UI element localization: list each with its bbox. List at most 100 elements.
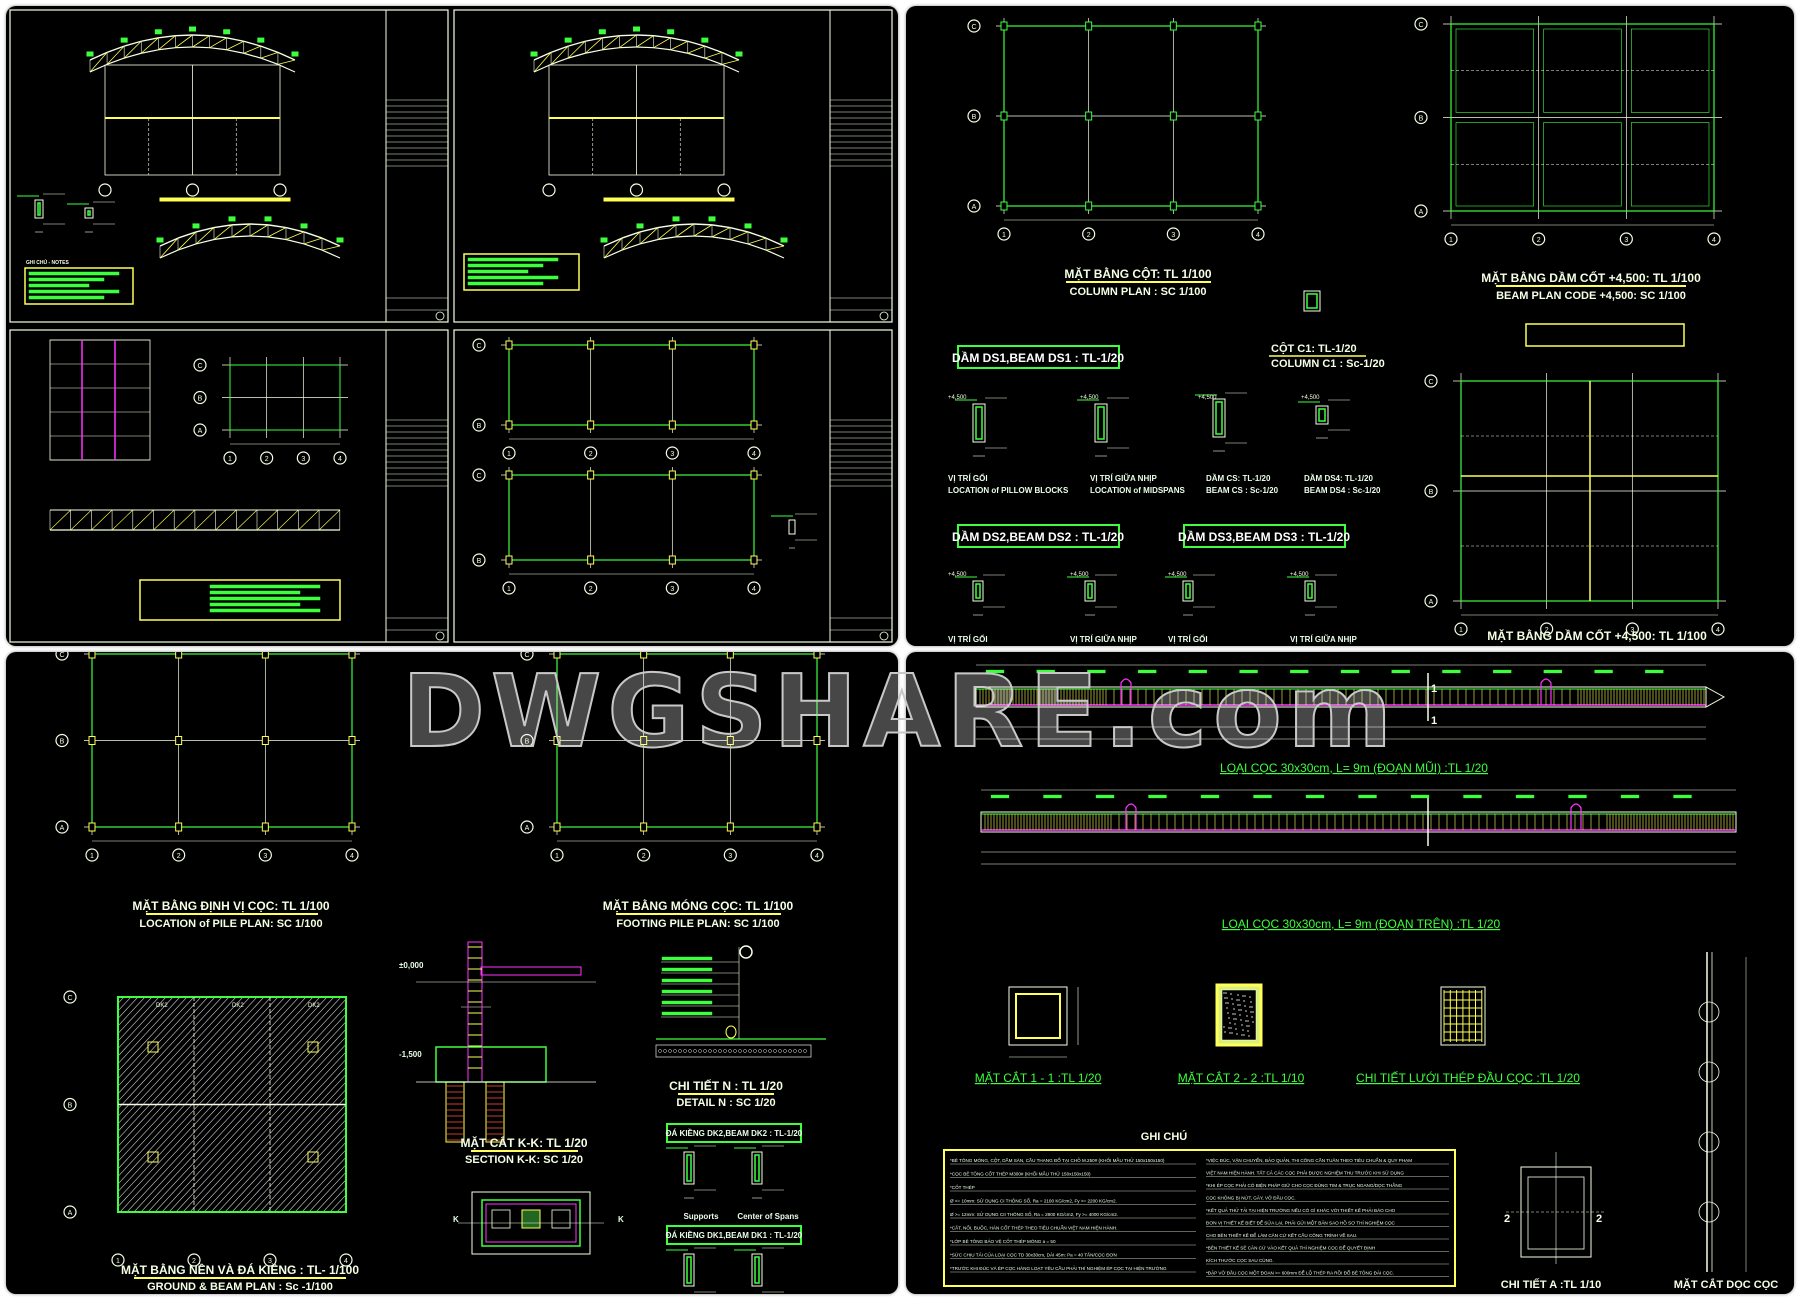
grid-bubble: B	[472, 553, 486, 567]
grid-bubble: 2	[1082, 227, 1096, 241]
grid-bubble-label: 1	[1459, 627, 1463, 634]
grid-bubble-label: C	[67, 995, 72, 1002]
beam-cs-title: DẦM CS: TL-1/20	[1206, 473, 1271, 483]
beam-section	[771, 513, 817, 549]
grid-bubble-label: B	[68, 1103, 73, 1110]
pile-long-section	[1698, 952, 1747, 1272]
midspan-label-en: LOCATION of MIDSPANS	[1090, 486, 1185, 495]
beam-plan2-title: MẶT BẰNG DẦM CỐT +4,500: TL 1/100	[1487, 628, 1707, 643]
column-c1-subtitle: COLUMN C1 : Sc-1/20	[1271, 358, 1385, 370]
detail-n-title: CHI TIẾT N : TL 1/20	[669, 1078, 783, 1093]
grid-bubble: 1	[1444, 232, 1458, 246]
level-mark: +4,500	[1080, 395, 1099, 401]
note-line: *CẮT, NỐI, BUỘC, HÀN CỐT THÉP THEO TIÊU …	[950, 1224, 1117, 1231]
grid-bubble: 1	[1454, 622, 1468, 636]
ds3-title-box	[1183, 524, 1346, 548]
section-kk-subtitle: SECTION K-K: SC 1/20	[465, 1154, 583, 1166]
beam-section	[1195, 392, 1247, 452]
grid-bubble-label: A	[1429, 599, 1434, 606]
grid-bubble-label: C	[524, 652, 529, 659]
level-mark: +4,500	[1301, 395, 1320, 401]
grid-bubble: A	[1414, 204, 1428, 218]
grid-bubble: 3	[665, 581, 679, 595]
north-icon	[435, 311, 445, 321]
grid-bubble	[98, 183, 112, 197]
beam-section	[955, 574, 1005, 616]
grid-bubble	[273, 183, 287, 197]
ds1-title: DẦM DS1,BEAM DS1 : TL-1/20	[952, 350, 1124, 365]
midspan-label: VỊ TRÍ GIỮA NHỊP	[1290, 635, 1357, 644]
grid-bubble-label: A	[972, 204, 977, 211]
truss-elevation	[49, 509, 341, 531]
beam-section	[734, 1145, 784, 1199]
north-icon	[879, 311, 889, 321]
grid-bubble-label: B	[477, 558, 482, 565]
column-plan-subtitle: COLUMN PLAN : SC 1/100	[1070, 286, 1207, 298]
grid-bubble: 3	[1619, 232, 1633, 246]
grid-bubble-label: 4	[344, 1258, 348, 1265]
grid-bubble: 4	[333, 451, 347, 465]
beam-cs-subtitle: BEAM CS : Sc-1/20	[1206, 486, 1279, 495]
grid-bubble: C	[472, 338, 486, 352]
level-mark: +4,500	[948, 395, 967, 401]
grid-bubble: 1	[502, 581, 516, 595]
arched-roof-truss	[86, 26, 299, 73]
grid-bubble: 3	[665, 446, 679, 460]
title-block	[829, 329, 893, 643]
grid-bubble: C	[55, 652, 69, 661]
supports-label: Supports	[683, 1212, 719, 1221]
section-mark-1: 1	[1431, 683, 1437, 695]
grid-bubble-label: 4	[350, 853, 354, 860]
pile-drawings: LOẠI CỌC 30x30cm, L= 9m (ĐOẠN MŨI) :TL 1…	[943, 664, 1778, 1291]
grid-bubble: C	[63, 990, 77, 1004]
beam-tag: DK2	[308, 1003, 320, 1009]
grid-bubble-label: 2	[265, 456, 269, 463]
note-line: *BÊN THIẾT KẾ SẼ CĂN CỨ VÀO KẾT QUẢ THÍ …	[1206, 1244, 1375, 1251]
note-line: *KẾT QUẢ THỬ TẢI TẠI HIỆN TRƯỜNG NẾU CÓ …	[1206, 1206, 1396, 1213]
dk1-title-box	[666, 1225, 802, 1245]
title-block	[385, 9, 449, 323]
grid-bubble-label: 4	[752, 586, 756, 593]
section-kk	[416, 941, 596, 1143]
beam-plan-subtitle: BEAM PLAN CODE +4,500: SC 1/100	[1496, 290, 1686, 302]
note-line: *LỚP BÊ TÔNG BẢO VỆ CỐT THÉP MÓNG a = 50	[950, 1237, 1056, 1244]
beam-tag: DK2	[232, 1003, 244, 1009]
note-line: CỌC KHÔNG BỊ NỨT, GÃY, VỠ ĐẦU CỌC.	[1206, 1195, 1296, 1201]
grid-bubble: 4	[810, 848, 824, 862]
grid-bubble: 3	[723, 848, 737, 862]
grid-bubble: 4	[1707, 232, 1721, 246]
beam-section	[666, 1247, 716, 1293]
level-mark: +4,500	[1290, 572, 1309, 578]
footing-plan-title: MẶT BẰNG MÓNG CỌC: TL 1/100	[603, 898, 794, 913]
grid-bubble: 4	[747, 581, 761, 595]
grid-bubble-label: 2	[1537, 237, 1541, 244]
footing-plan-subtitle: FOOTING PILE PLAN: SC 1/100	[616, 918, 779, 930]
section-mark-1: 1	[1431, 715, 1437, 727]
section-kk-title: MẶT CẮT K-K: TL 1/20	[460, 1135, 587, 1150]
ds3-title: DẦM DS3,BEAM DS3 : TL-1/20	[1178, 529, 1350, 544]
note-line: *BÊ TÔNG MÓNG, CỘT, DẦM SÀN, CẦU THANG Đ…	[950, 1156, 1165, 1163]
north-icon	[435, 631, 445, 641]
grid-bubble: A	[63, 1205, 77, 1219]
dk1-title: ĐÁ KIỀNG DK1,BEAM DK1 : TL-1/20	[666, 1230, 803, 1240]
midspan-label: VỊ TRÍ GIỮA NHỊP	[1090, 474, 1157, 483]
grid-bubble-label: 3	[670, 451, 674, 458]
rafter-plan	[49, 339, 151, 461]
grid-bubble: C	[1414, 17, 1428, 31]
grid-bubble-label: 2	[642, 853, 646, 860]
grid-bubble: 3	[1625, 622, 1639, 636]
grid-bubble-label: A	[60, 825, 65, 832]
grid-bubble: 4	[1711, 622, 1725, 636]
level-mark: +4,500	[1070, 572, 1089, 578]
grid-bubble: 3	[258, 848, 272, 862]
grid-bubble-label: B	[972, 114, 977, 121]
dk2-title: ĐÁ KIỀNG DK2,BEAM DK2 : TL-1/20	[666, 1128, 803, 1138]
midspan-label: VỊ TRÍ GIỮA NHỊP	[1070, 635, 1137, 644]
grid-bubble: C	[520, 652, 534, 661]
